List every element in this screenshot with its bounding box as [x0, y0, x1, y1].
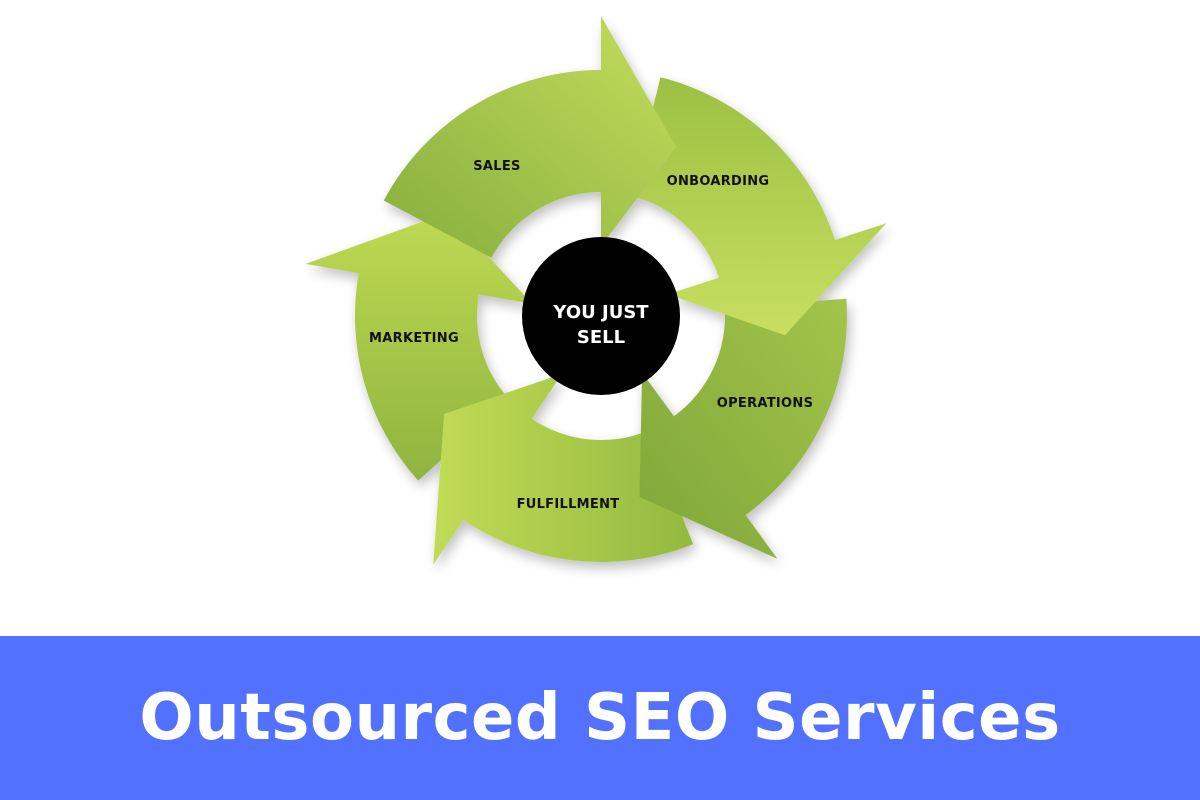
center-circle — [522, 237, 680, 395]
arrow-segment-operations — [639, 298, 848, 559]
stage-label-operations: OPERATIONS — [717, 396, 814, 411]
center-text-line1: YOU JUST — [552, 302, 649, 323]
stage-label-sales: SALES — [473, 159, 520, 174]
cycle-diagram-svg: YOU JUST SELL SALES ONBOARDING OPERATION… — [305, 16, 887, 565]
stage-label-marketing: MARKETING — [369, 331, 459, 346]
center-text-line2: SELL — [577, 327, 625, 348]
arrow-segment-onboarding — [631, 77, 887, 336]
title-banner: Outsourced SEO Services — [0, 636, 1200, 800]
arrow-segment-sales — [383, 16, 677, 258]
stage-label-fulfillment: FULFILLMENT — [517, 497, 620, 512]
stage-label-onboarding: ONBOARDING — [667, 174, 770, 189]
cycle-diagram: YOU JUST SELL SALES ONBOARDING OPERATION… — [305, 16, 887, 565]
arrow-segment-fulfillment — [433, 374, 694, 565]
banner-title: Outsourced SEO Services — [139, 681, 1061, 755]
